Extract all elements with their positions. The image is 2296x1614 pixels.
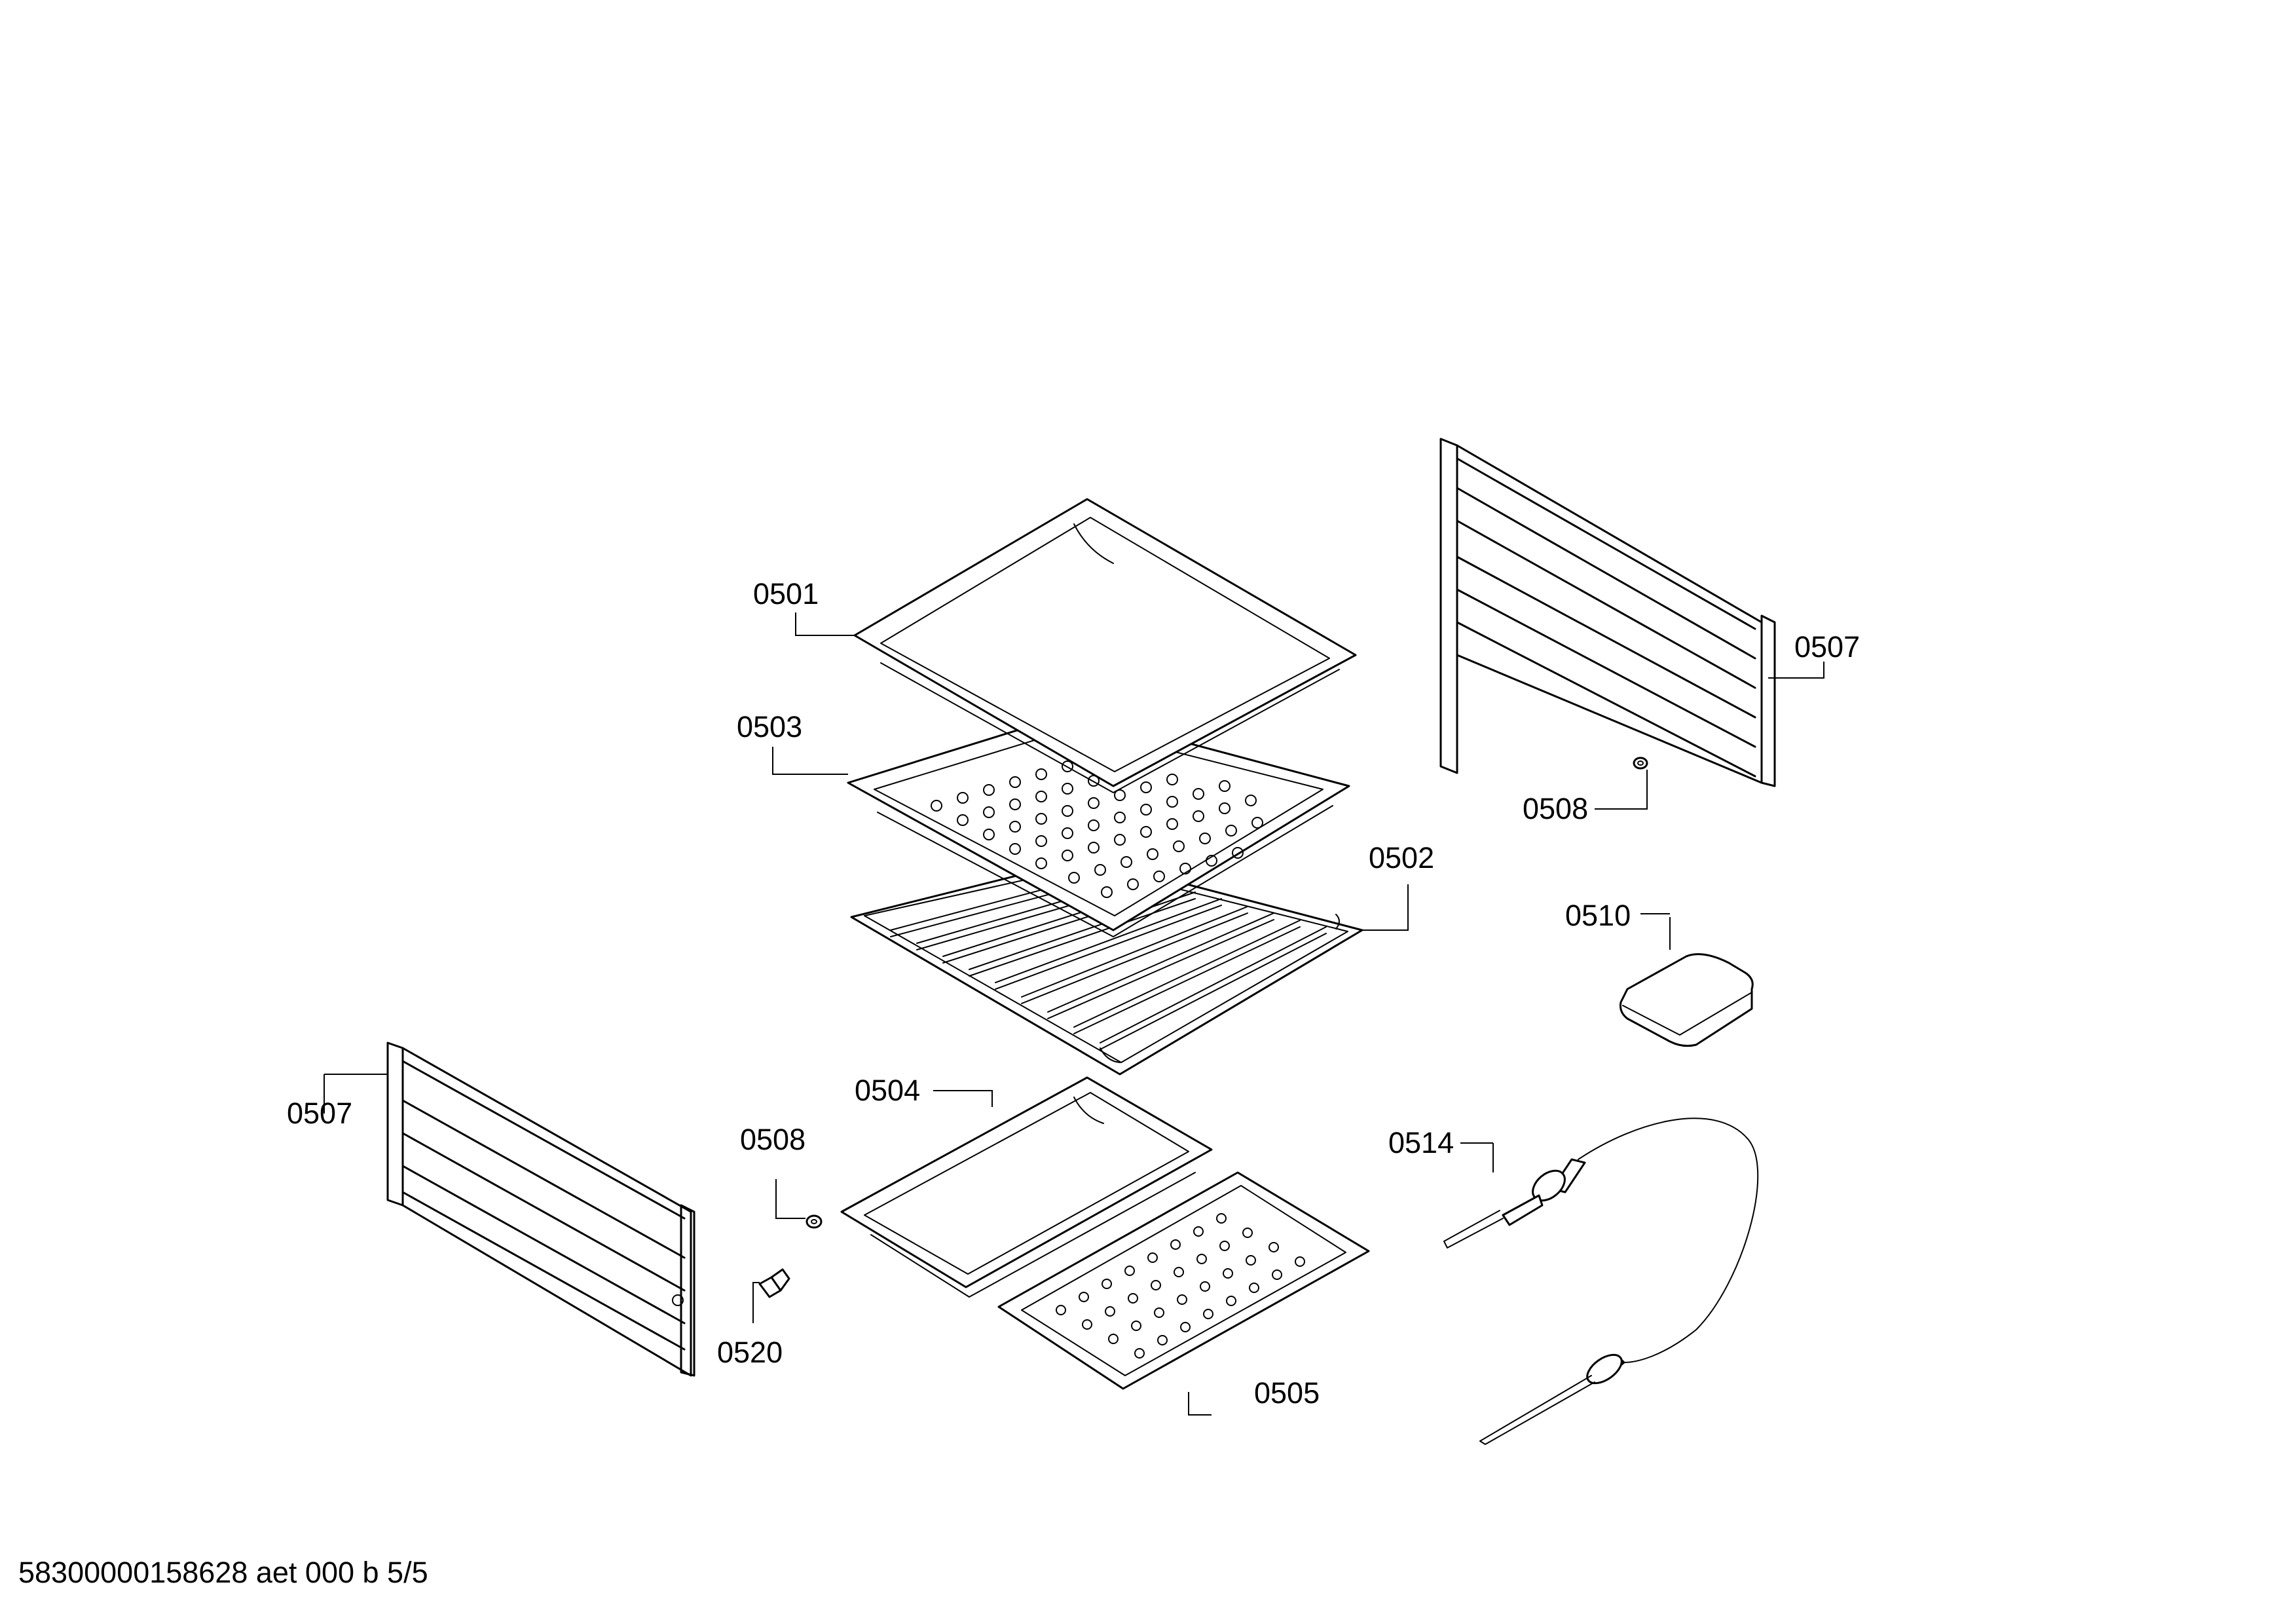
screw-0520	[758, 1268, 790, 1298]
label-0508-right: 0508	[1523, 792, 1588, 825]
perforated-tray-0503	[847, 711, 1350, 937]
label-0520: 0520	[717, 1336, 783, 1369]
label-0502: 0502	[1369, 841, 1434, 874]
washer-0508-right	[1633, 757, 1648, 770]
label-0505: 0505	[1254, 1376, 1320, 1410]
label-0504: 0504	[855, 1074, 920, 1107]
pad-0510	[1620, 953, 1754, 1047]
perforated-container-0505	[997, 1171, 1370, 1390]
leader-lines	[324, 612, 1824, 1416]
document-footer-code: 58300000158628 aet 000 b 5/5	[18, 1556, 428, 1589]
temperature-probe-0514	[1443, 1117, 1759, 1445]
label-0501: 0501	[753, 577, 819, 610]
part-labels: 0501 0503 0502 0507 0508 0510 0507 0504 …	[287, 577, 1860, 1410]
washer-0508-left	[805, 1214, 823, 1229]
side-rail-0507-right	[1439, 438, 1776, 787]
label-0510: 0510	[1565, 899, 1631, 932]
label-0507-left: 0507	[287, 1097, 352, 1130]
gastronorm-container-0504	[840, 1076, 1213, 1298]
baking-tray-0501	[853, 498, 1357, 793]
label-0507-right: 0507	[1794, 630, 1860, 664]
side-rail-0507-left	[386, 1042, 695, 1377]
label-0503: 0503	[737, 710, 802, 743]
label-0514: 0514	[1388, 1126, 1454, 1159]
label-0508-left: 0508	[740, 1123, 805, 1156]
